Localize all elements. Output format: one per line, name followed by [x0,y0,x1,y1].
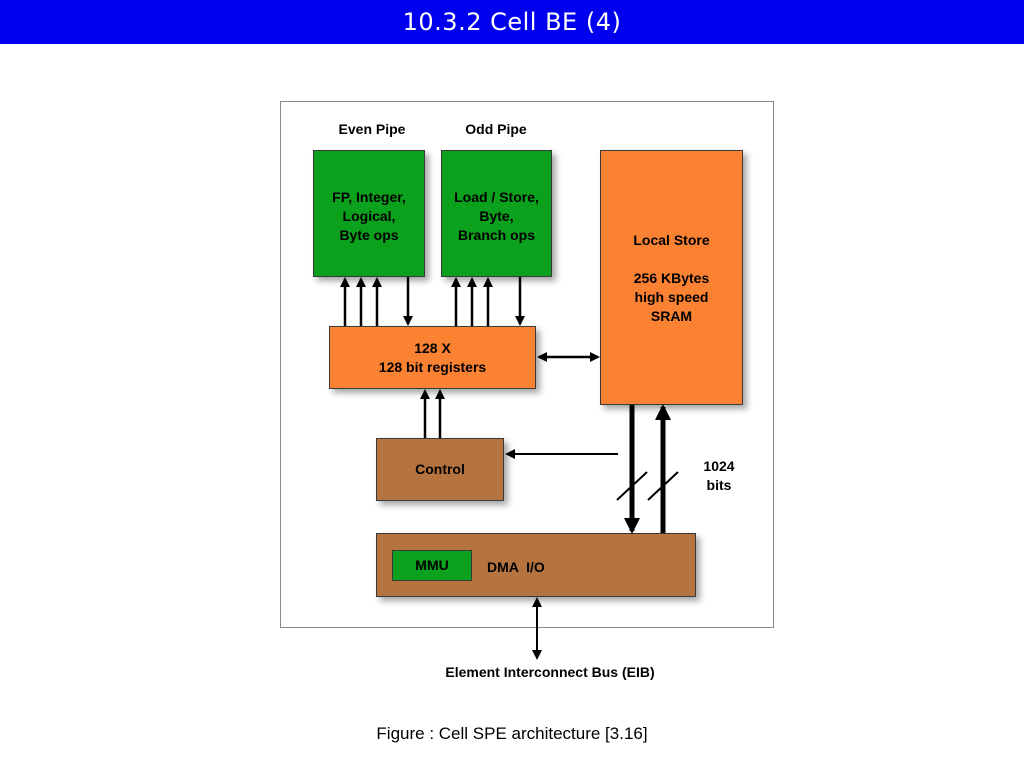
bus-width-label: 1024 bits [690,457,748,495]
local-store-line: high speed [634,289,709,305]
control-label: Control [415,461,465,477]
local-store-line: SRAM [650,308,693,324]
odd-pipe-label: Odd Pipe [465,121,527,137]
local-store-line: 256 KBytes [633,270,710,286]
register-line: 128 bit registers [378,358,487,375]
bus-width-slash [647,471,679,501]
local-store-line: Local Store [633,232,710,248]
eib-label: Element Interconnect Bus (EIB) [445,664,655,680]
bus-width-slash [616,471,648,501]
bus-width-line: bits [706,477,732,493]
figure-caption: Figure : Cell SPE architecture [3.16] [376,724,648,743]
local-store-block: Local Store 256 KBytes high speed SRAM [600,150,743,405]
even-pipe-line: FP, Integer, [332,189,406,205]
odd-pipe-block: Load / Store, Byte, Branch ops [441,150,552,277]
mmu-block: MMU [392,550,472,581]
dma-io-label: DMA I/O [487,559,545,575]
register-file-block: 128 X 128 bit registers [329,326,536,389]
even-pipe-label: Even Pipe [338,121,406,137]
even-pipe-line: Logical, [342,208,396,224]
control-block: Control [376,438,504,501]
odd-pipe-line: Byte, [479,208,514,224]
even-pipe-block: FP, Integer, Logical, Byte ops [313,150,425,277]
mmu-label: MMU [415,557,449,573]
odd-pipe-line: Load / Store, [454,189,539,205]
register-line: 128 X [414,339,451,356]
bus-width-line: 1024 [703,458,735,474]
odd-pipe-line: Branch ops [457,227,535,243]
slide-title: 10.3.2 Cell BE (4) [0,0,1024,44]
even-pipe-line: Byte ops [339,227,399,243]
